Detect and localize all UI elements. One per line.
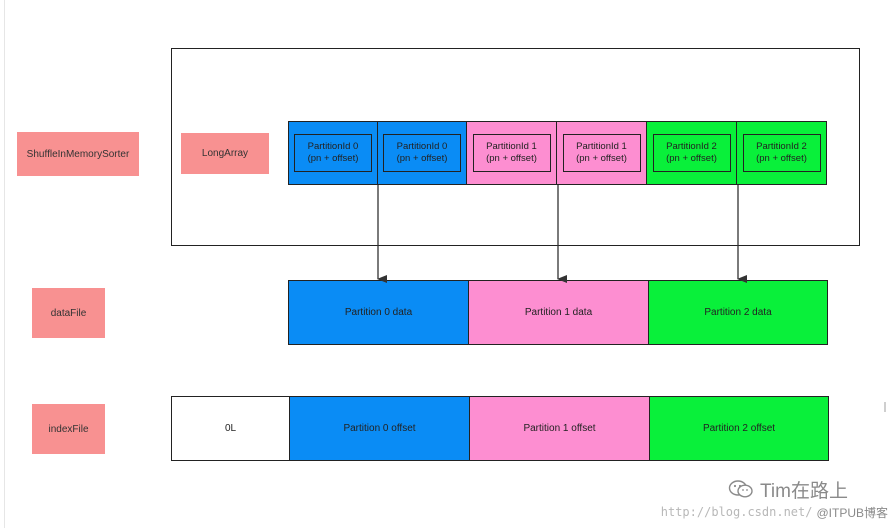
data-file-partition-2: Partition 2 data bbox=[648, 280, 828, 345]
partition-id-entry: PartitionId 1 (pn + offset) bbox=[562, 134, 641, 172]
pn-offset-text: (pn + offset) bbox=[486, 153, 537, 164]
pn-offset-text: (pn + offset) bbox=[307, 153, 359, 164]
data-file-label: dataFile bbox=[32, 288, 105, 338]
scroll-indicator bbox=[884, 402, 886, 412]
partition-id-text: PartitionId 0 bbox=[396, 141, 448, 152]
long-array-cell: PartitionId 2 (pn + offset) bbox=[646, 121, 737, 185]
data-file-partition-0: Partition 0 data bbox=[288, 280, 469, 345]
partition-id-entry: PartitionId 2 (pn + offset) bbox=[652, 134, 731, 172]
partition-id-text: PartitionId 1 bbox=[486, 141, 537, 152]
index-file-start-offset: 0L bbox=[171, 396, 290, 461]
sorter-label: ShuffleInMemorySorter bbox=[17, 132, 139, 176]
partition-id-text: PartitionId 2 bbox=[666, 141, 717, 152]
offset-text: Partition 0 offset bbox=[343, 423, 416, 434]
partition-id-entry: PartitionId 0 (pn + offset) bbox=[383, 134, 461, 172]
sorter-label-text: ShuffleInMemorySorter bbox=[26, 148, 130, 160]
partition-data-text: Partition 1 data bbox=[524, 307, 593, 318]
left-edge-rule bbox=[4, 0, 5, 528]
pn-offset-text: (pn + offset) bbox=[756, 153, 807, 164]
long-array-label: LongArray bbox=[181, 133, 269, 174]
offset-text: Partition 2 offset bbox=[702, 423, 776, 434]
long-array-cell: PartitionId 2 (pn + offset) bbox=[736, 121, 827, 185]
watermark-site-text: @ITPUB博客 bbox=[816, 505, 888, 520]
index-file-partition-2: Partition 2 offset bbox=[649, 396, 829, 461]
watermark-url-text: http://blog.csdn.net/ bbox=[660, 505, 813, 519]
long-array-cell: PartitionId 1 (pn + offset) bbox=[466, 121, 557, 185]
long-array-label-text: LongArray bbox=[201, 148, 249, 159]
pn-offset-text: (pn + offset) bbox=[666, 153, 717, 164]
pn-offset-text: (pn + offset) bbox=[396, 153, 448, 164]
data-file-label-text: dataFile bbox=[50, 307, 87, 319]
index-file-label: indexFile bbox=[32, 404, 105, 454]
index-file-label-text: indexFile bbox=[48, 423, 89, 435]
index-file-partition-0: Partition 0 offset bbox=[289, 396, 470, 461]
partition-id-text: PartitionId 2 bbox=[756, 141, 807, 152]
partition-id-entry: PartitionId 2 (pn + offset) bbox=[742, 134, 821, 172]
watermark-brand-text: Tim在路上 bbox=[760, 480, 848, 502]
watermark-source: http://blog.csdn.net/ @ITPUB博客 bbox=[626, 503, 888, 521]
offset-text: 0L bbox=[224, 423, 237, 434]
partition-data-text: Partition 0 data bbox=[344, 307, 413, 318]
partition-data-text: Partition 2 data bbox=[704, 307, 772, 318]
offset-text: Partition 1 offset bbox=[523, 423, 596, 434]
watermark-brand: Tim在路上 bbox=[728, 476, 878, 502]
partition-id-text: PartitionId 0 bbox=[307, 141, 359, 152]
partition-id-entry: PartitionId 0 (pn + offset) bbox=[294, 134, 372, 172]
long-array-cell: PartitionId 0 (pn + offset) bbox=[377, 121, 467, 185]
wechat-icon bbox=[728, 480, 753, 498]
index-file-partition-1: Partition 1 offset bbox=[469, 396, 650, 461]
partition-id-entry: PartitionId 1 (pn + offset) bbox=[472, 134, 551, 172]
pn-offset-text: (pn + offset) bbox=[576, 153, 627, 164]
partition-id-text: PartitionId 1 bbox=[576, 141, 627, 152]
